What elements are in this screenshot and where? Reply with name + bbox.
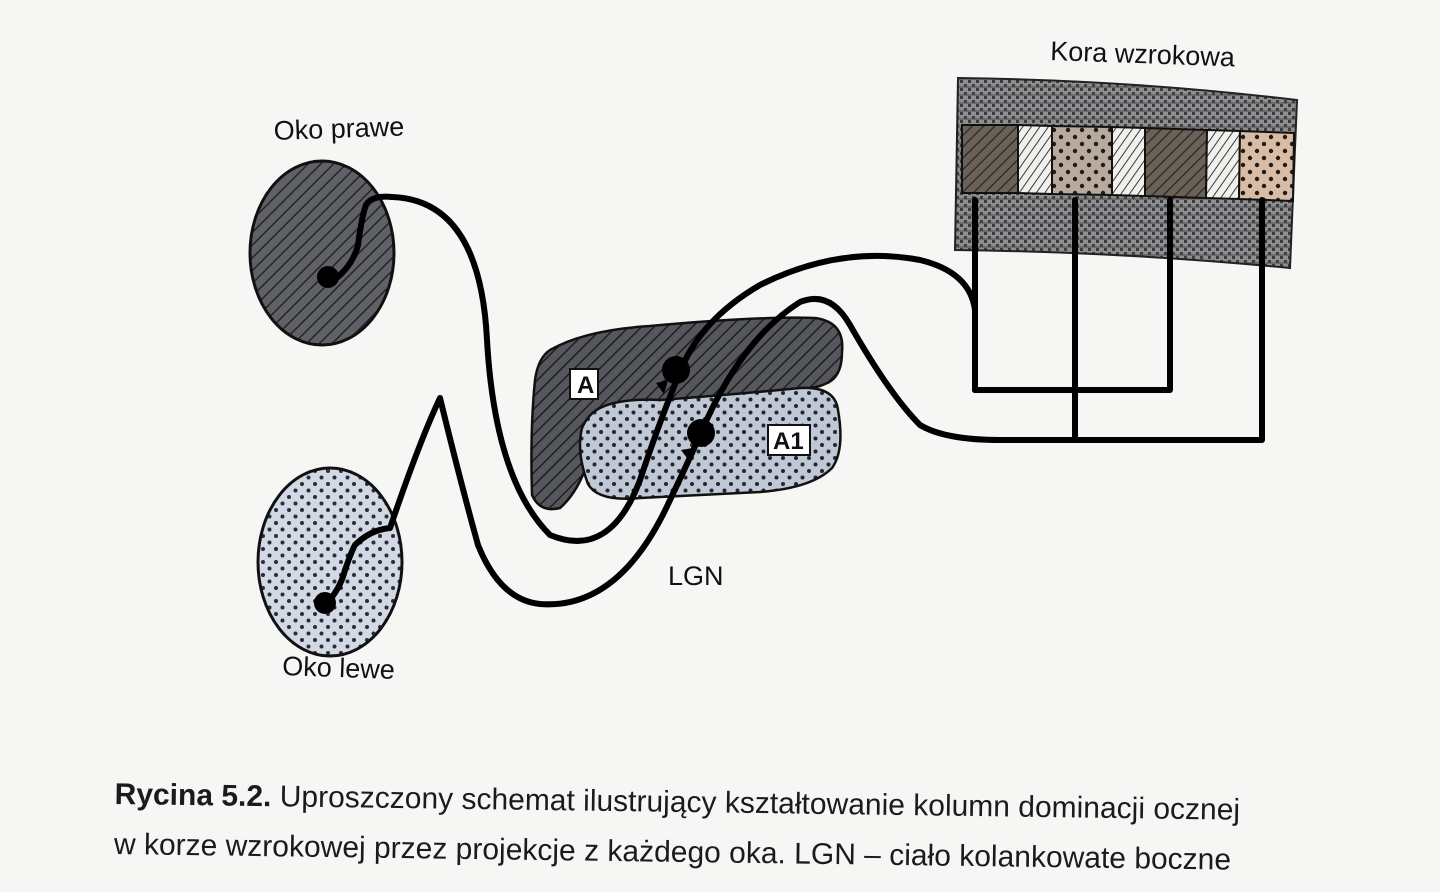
layer-a1-label-box — [767, 424, 811, 456]
left-eye-label: Oko lewe — [282, 651, 396, 685]
column-left-eye-1 — [1051, 124, 1113, 197]
cortex-connector-1 — [972, 197, 1173, 393]
column-right-eye-1 — [961, 124, 1019, 194]
projection-lines — [322, 193, 1265, 608]
right-eye-axon — [327, 193, 978, 544]
layer-a1-neuron — [687, 419, 715, 447]
ocular-dominance-columns — [961, 123, 1296, 203]
neurons — [314, 266, 715, 614]
right-eye: Oko prawe — [248, 111, 405, 347]
right-eye-label: Oko prawe — [273, 111, 405, 146]
layer-a-label-box — [569, 368, 599, 400]
column-border-2 — [1111, 125, 1146, 198]
left-eye-shape — [256, 466, 404, 658]
right-eye-shape — [248, 159, 396, 347]
right-eye-ganglion — [317, 266, 339, 288]
layer-a-synapse — [656, 380, 668, 394]
left-eye-ganglion — [314, 592, 336, 614]
layer-a-label: A — [577, 372, 594, 399]
column-border-1 — [1017, 123, 1053, 196]
figure-number: Rycina 5.2. — [114, 777, 272, 814]
column-right-eye-2 — [1144, 126, 1209, 200]
column-left-eye-2 — [1237, 129, 1296, 203]
visual-cortex: Kora wzrokowa — [953, 36, 1299, 270]
visual-cortex-label: Kora wzrokowa — [1050, 36, 1236, 72]
layer-a1-label: A1 — [773, 428, 804, 455]
left-eye: Oko lewe — [256, 466, 404, 685]
column-border-3 — [1204, 128, 1242, 201]
layer-a1-synapse — [681, 448, 693, 462]
left-eye-axon — [322, 197, 1265, 608]
layer-a-neuron — [662, 356, 690, 384]
figure-caption: Rycina 5.2. Uproszczony schemat ilustruj… — [114, 770, 1415, 888]
caption-line-1-text: Uproszczony schemat ilustrujący kształto… — [279, 780, 1241, 827]
lgn-label: LGN — [668, 561, 724, 591]
